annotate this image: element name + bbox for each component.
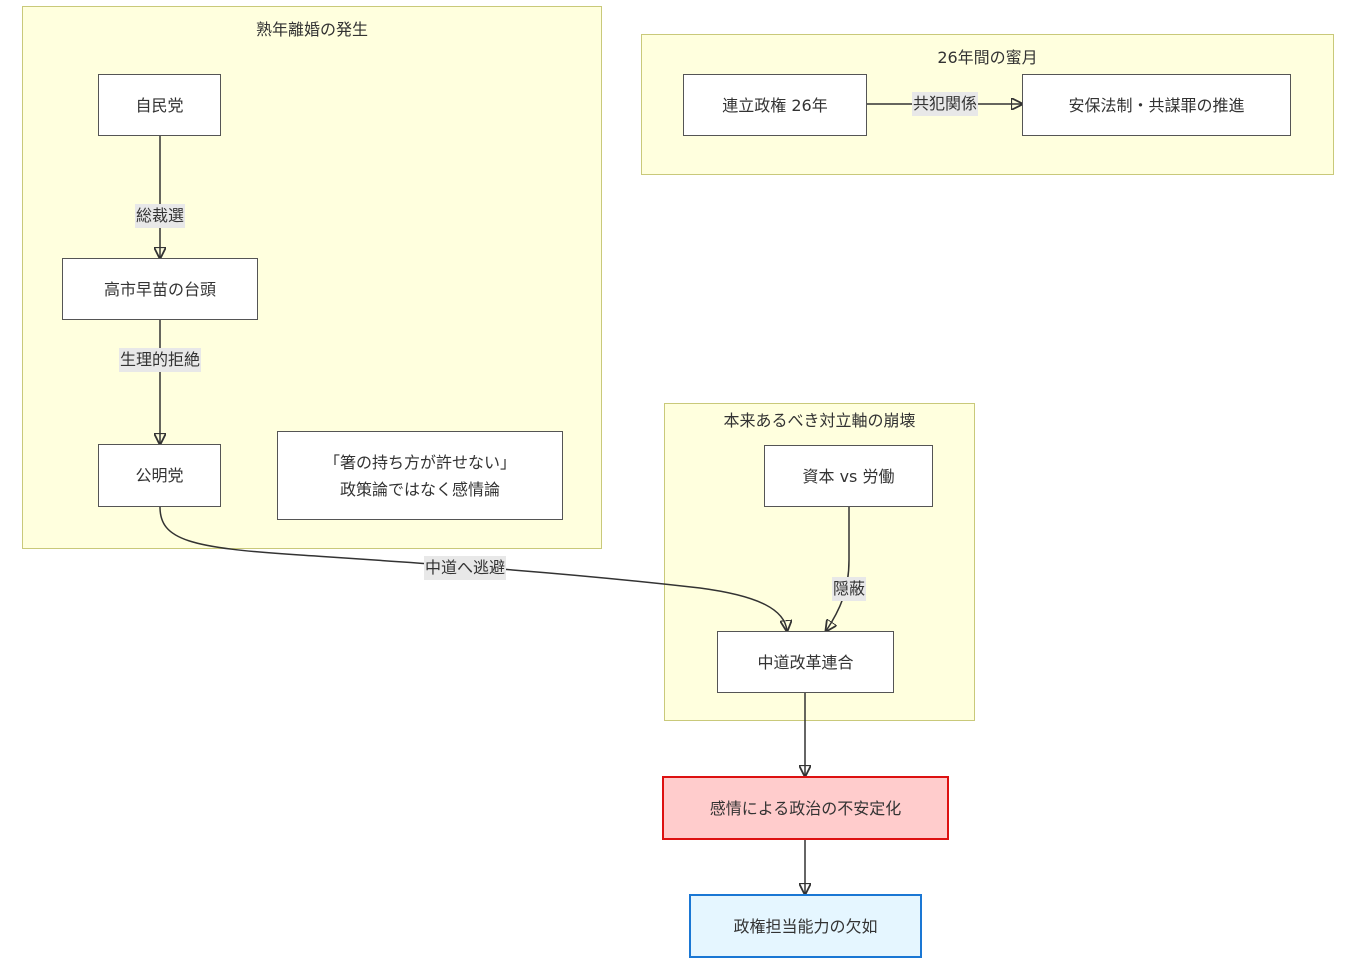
- node-ldp[interactable]: 自民党: [98, 74, 221, 136]
- node-label: 高市早苗の台頭: [103, 279, 216, 299]
- node-centrist-reform-alliance[interactable]: 中道改革連合: [717, 631, 894, 693]
- node-capital-vs-labor[interactable]: 資本 vs 労働: [764, 445, 933, 507]
- node-label: 政権担当能力の欠如: [733, 916, 878, 936]
- node-label: 資本 vs 労働: [802, 466, 895, 486]
- node-coalition-26-years[interactable]: 連立政権 26年: [683, 74, 867, 136]
- node-komeito[interactable]: 公明党: [98, 444, 221, 507]
- note-line-1: 「箸の持ち方が許せない」: [323, 452, 516, 472]
- node-label: 公明党: [135, 466, 184, 485]
- cluster-title: 本来あるべき対立軸の崩壊: [723, 411, 916, 430]
- edge-label-concealment: 隠蔽: [831, 577, 867, 601]
- cluster-title: 26年間の蜜月: [937, 48, 1038, 67]
- edge-label-complicity: 共犯関係: [911, 92, 979, 116]
- node-label: 自民党: [135, 95, 184, 115]
- note-line-2: 政策論ではなく感情論: [339, 479, 500, 499]
- cluster-title: 熟年離婚の発生: [255, 20, 368, 39]
- edge-label-escape-to-center: 中道へ逃避: [423, 556, 507, 580]
- edge-label-presidential-election: 総裁選: [134, 204, 186, 228]
- node-political-instability[interactable]: 感情による政治の不安定化: [662, 776, 949, 840]
- edge-label-physiological-rejection: 生理的拒絶: [118, 348, 202, 372]
- node-takaichi-rise[interactable]: 高市早苗の台頭: [62, 258, 258, 320]
- node-label: 感情による政治の不安定化: [709, 798, 902, 818]
- node-emotional-note[interactable]: 「箸の持ち方が許せない」 政策論ではなく感情論: [277, 431, 563, 520]
- node-label: 中道改革連合: [757, 652, 854, 672]
- node-label: 連立政権 26年: [722, 95, 828, 115]
- node-governing-incapacity[interactable]: 政権担当能力の欠如: [689, 894, 922, 958]
- node-security-legislation[interactable]: 安保法制・共謀罪の推進: [1022, 74, 1291, 136]
- node-label: 安保法制・共謀罪の推進: [1068, 95, 1245, 115]
